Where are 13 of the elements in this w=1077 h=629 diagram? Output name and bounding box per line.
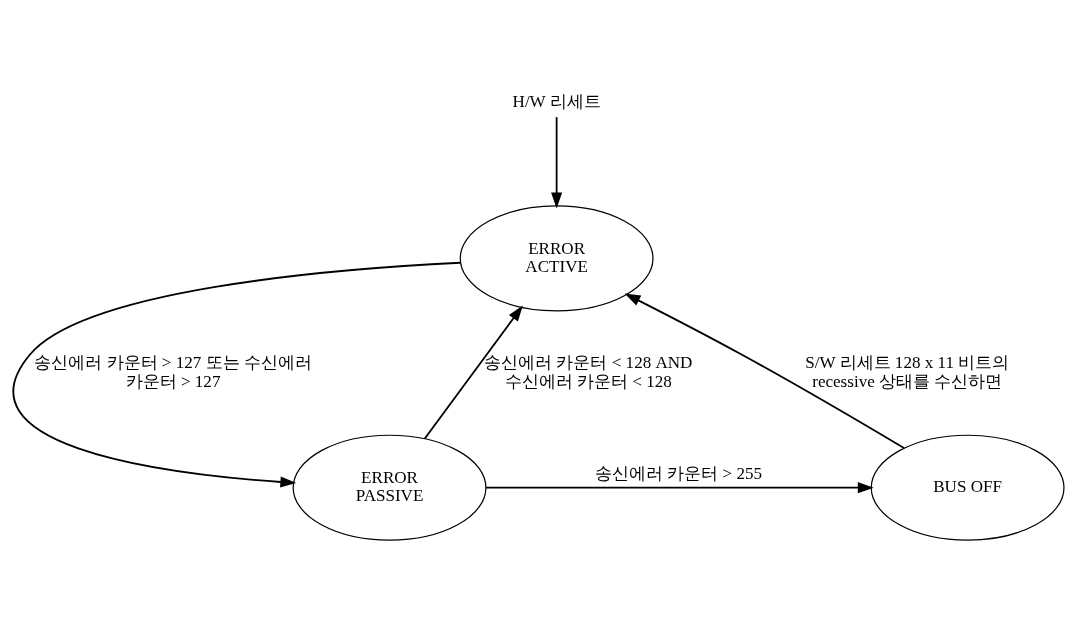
node-ellipse: BUS OFF <box>870 434 1065 541</box>
arrow <box>12 261 462 488</box>
edge-label: 송신에러 카운터 > 255 <box>595 464 763 484</box>
node-text: H/W 리세트 <box>512 92 601 112</box>
node-ellipse: ERROR ACTIVE <box>459 205 654 312</box>
edge-label: S/W 리세트 128 x 11 비트의 recessive 상태를 수신하면 <box>805 353 1010 391</box>
node-ellipse: ERROR PASSIVE <box>292 434 487 541</box>
arrow <box>551 116 563 209</box>
edge-label: 송신에러 카운터 < 128 AND 수신에러 카운터 < 128 <box>484 353 693 391</box>
arrow <box>624 293 905 449</box>
edge-label: 송신에러 카운터 > 127 또는 수신에러 카운터 > 127 <box>34 353 312 391</box>
arrow <box>423 305 523 440</box>
arrow <box>485 482 874 494</box>
